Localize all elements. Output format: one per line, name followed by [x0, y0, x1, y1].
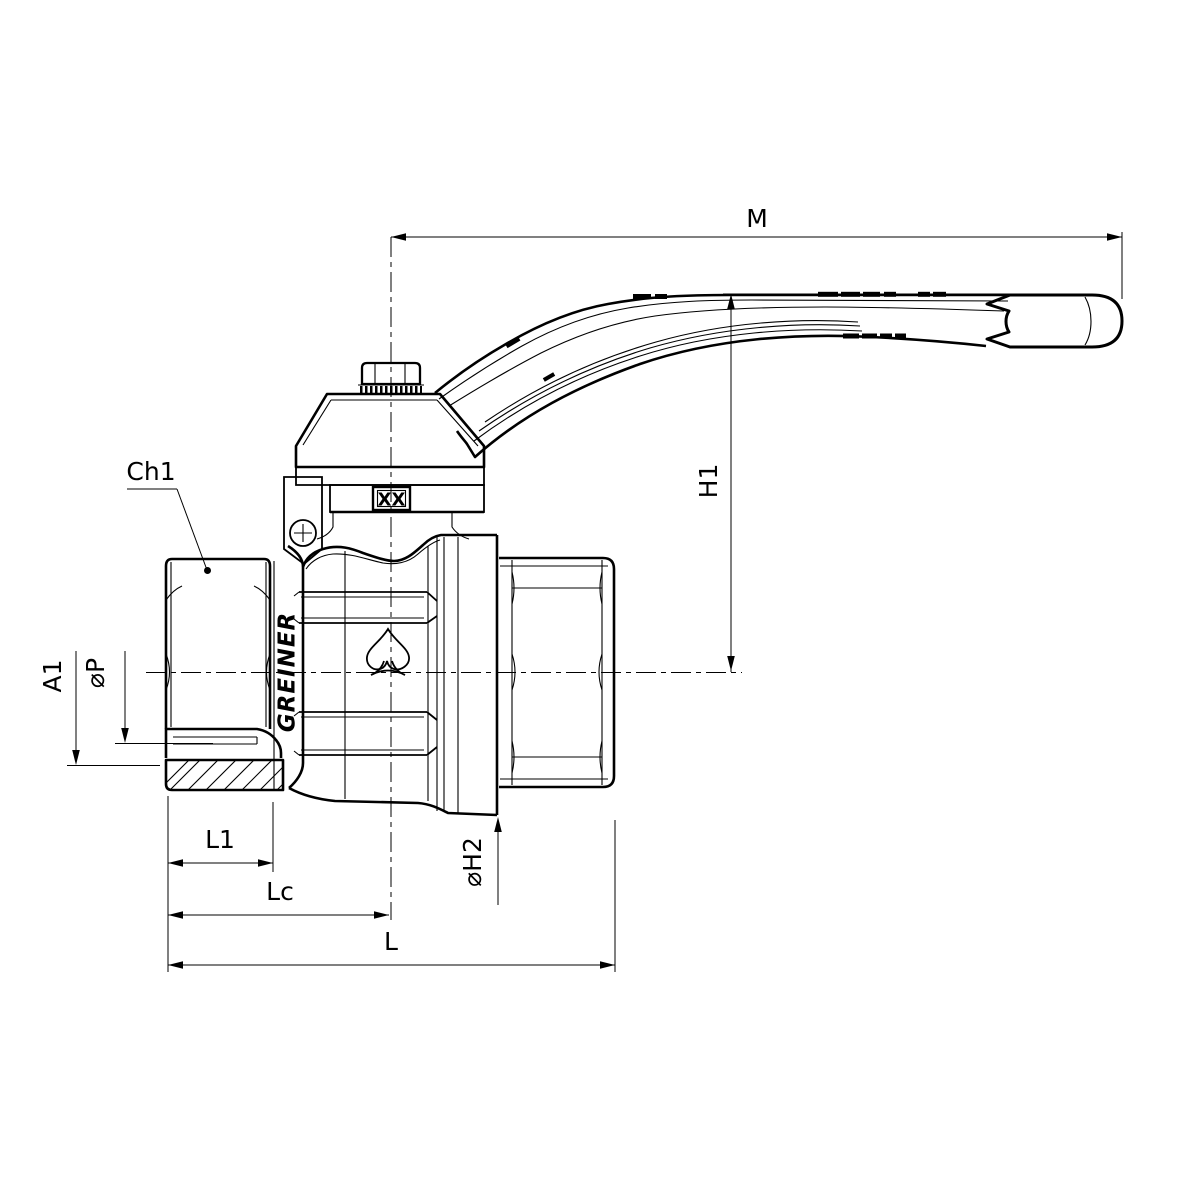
handle-blade-bottom — [455, 334, 987, 459]
handle-blade-curve — [473, 329, 863, 442]
dim-label-P: ⌀P — [81, 658, 110, 688]
stamp-box: XX — [371, 485, 412, 512]
left-nut-hatch-block — [164, 758, 285, 792]
stamp-text: XX — [378, 490, 406, 511]
dim-label-Ch1: Ch1 — [126, 457, 175, 486]
dim-label-A1: A1 — [38, 659, 67, 692]
dimension-L1: L1 — [167, 796, 274, 972]
dim-label-M: M — [746, 204, 768, 233]
handle-top-inner — [438, 299, 1009, 400]
screw-head-icon — [289, 519, 317, 547]
dimension-P: ⌀P — [81, 651, 213, 744]
body-rib-lower — [293, 711, 438, 756]
valve-body — [283, 476, 498, 817]
spade-symbol — [366, 627, 410, 676]
neck-flare — [316, 512, 470, 540]
left-union-nut — [164, 557, 285, 792]
leader-dot — [204, 567, 211, 574]
dimension-H2: ⌀H2 — [458, 817, 502, 905]
body-top-inner — [305, 539, 441, 570]
dimension-M: M — [391, 204, 1123, 299]
hub-inner-line — [436, 399, 479, 447]
dim-label-Lc: Lc — [266, 877, 294, 906]
left-nut-section-step — [164, 727, 283, 758]
stem-nut — [360, 361, 422, 386]
right-nut-outline — [499, 556, 616, 789]
dimension-L: L — [168, 820, 616, 972]
dim-label-H2: ⌀H2 — [458, 837, 487, 887]
left-collar: GREINER — [273, 561, 301, 789]
dim-label-H1: H1 — [694, 464, 723, 499]
brand-text: GREINER — [275, 612, 301, 733]
dim-label-L1: L1 — [205, 825, 235, 854]
bonnet-assembly: XX — [294, 361, 486, 540]
left-nut-chamfer — [253, 585, 271, 601]
body-top-saddle — [301, 533, 497, 568]
right-union-nut — [499, 556, 616, 789]
leader-Ch1: Ch1 — [126, 457, 211, 574]
bonnet-band — [295, 466, 485, 486]
hub-inner-line — [302, 399, 332, 446]
grip-seam — [1084, 296, 1092, 346]
dimension-H1: H1 — [694, 293, 1018, 672]
lever-handle — [434, 291, 1124, 459]
left-nut-chamfer — [165, 653, 171, 691]
serrated-washer — [358, 384, 424, 395]
body-left-edge — [287, 544, 305, 789]
right-collar — [443, 535, 499, 815]
side-plate — [283, 476, 323, 566]
dimension-Lc: Lc — [168, 877, 389, 919]
section-hatching — [165, 759, 284, 791]
left-nut-chamfer — [165, 585, 183, 601]
handle-blade-curve — [478, 324, 861, 432]
handle-grip — [985, 293, 1124, 349]
right-nut-chamfer-arcs — [511, 571, 603, 774]
handle-top-edge — [434, 293, 1012, 395]
handle-sheet-edge — [448, 306, 1005, 407]
dim-label-L: L — [384, 927, 398, 956]
left-nut-outline — [164, 557, 272, 729]
bonnet-lower-band — [329, 484, 485, 513]
left-nut-chamfer — [265, 653, 271, 691]
handle-hub — [294, 392, 486, 469]
body-rib-upper — [293, 591, 438, 624]
dimension-A1: A1 — [38, 651, 160, 766]
body-bottom-edge — [288, 786, 498, 817]
handle-blade-curve — [484, 320, 859, 423]
